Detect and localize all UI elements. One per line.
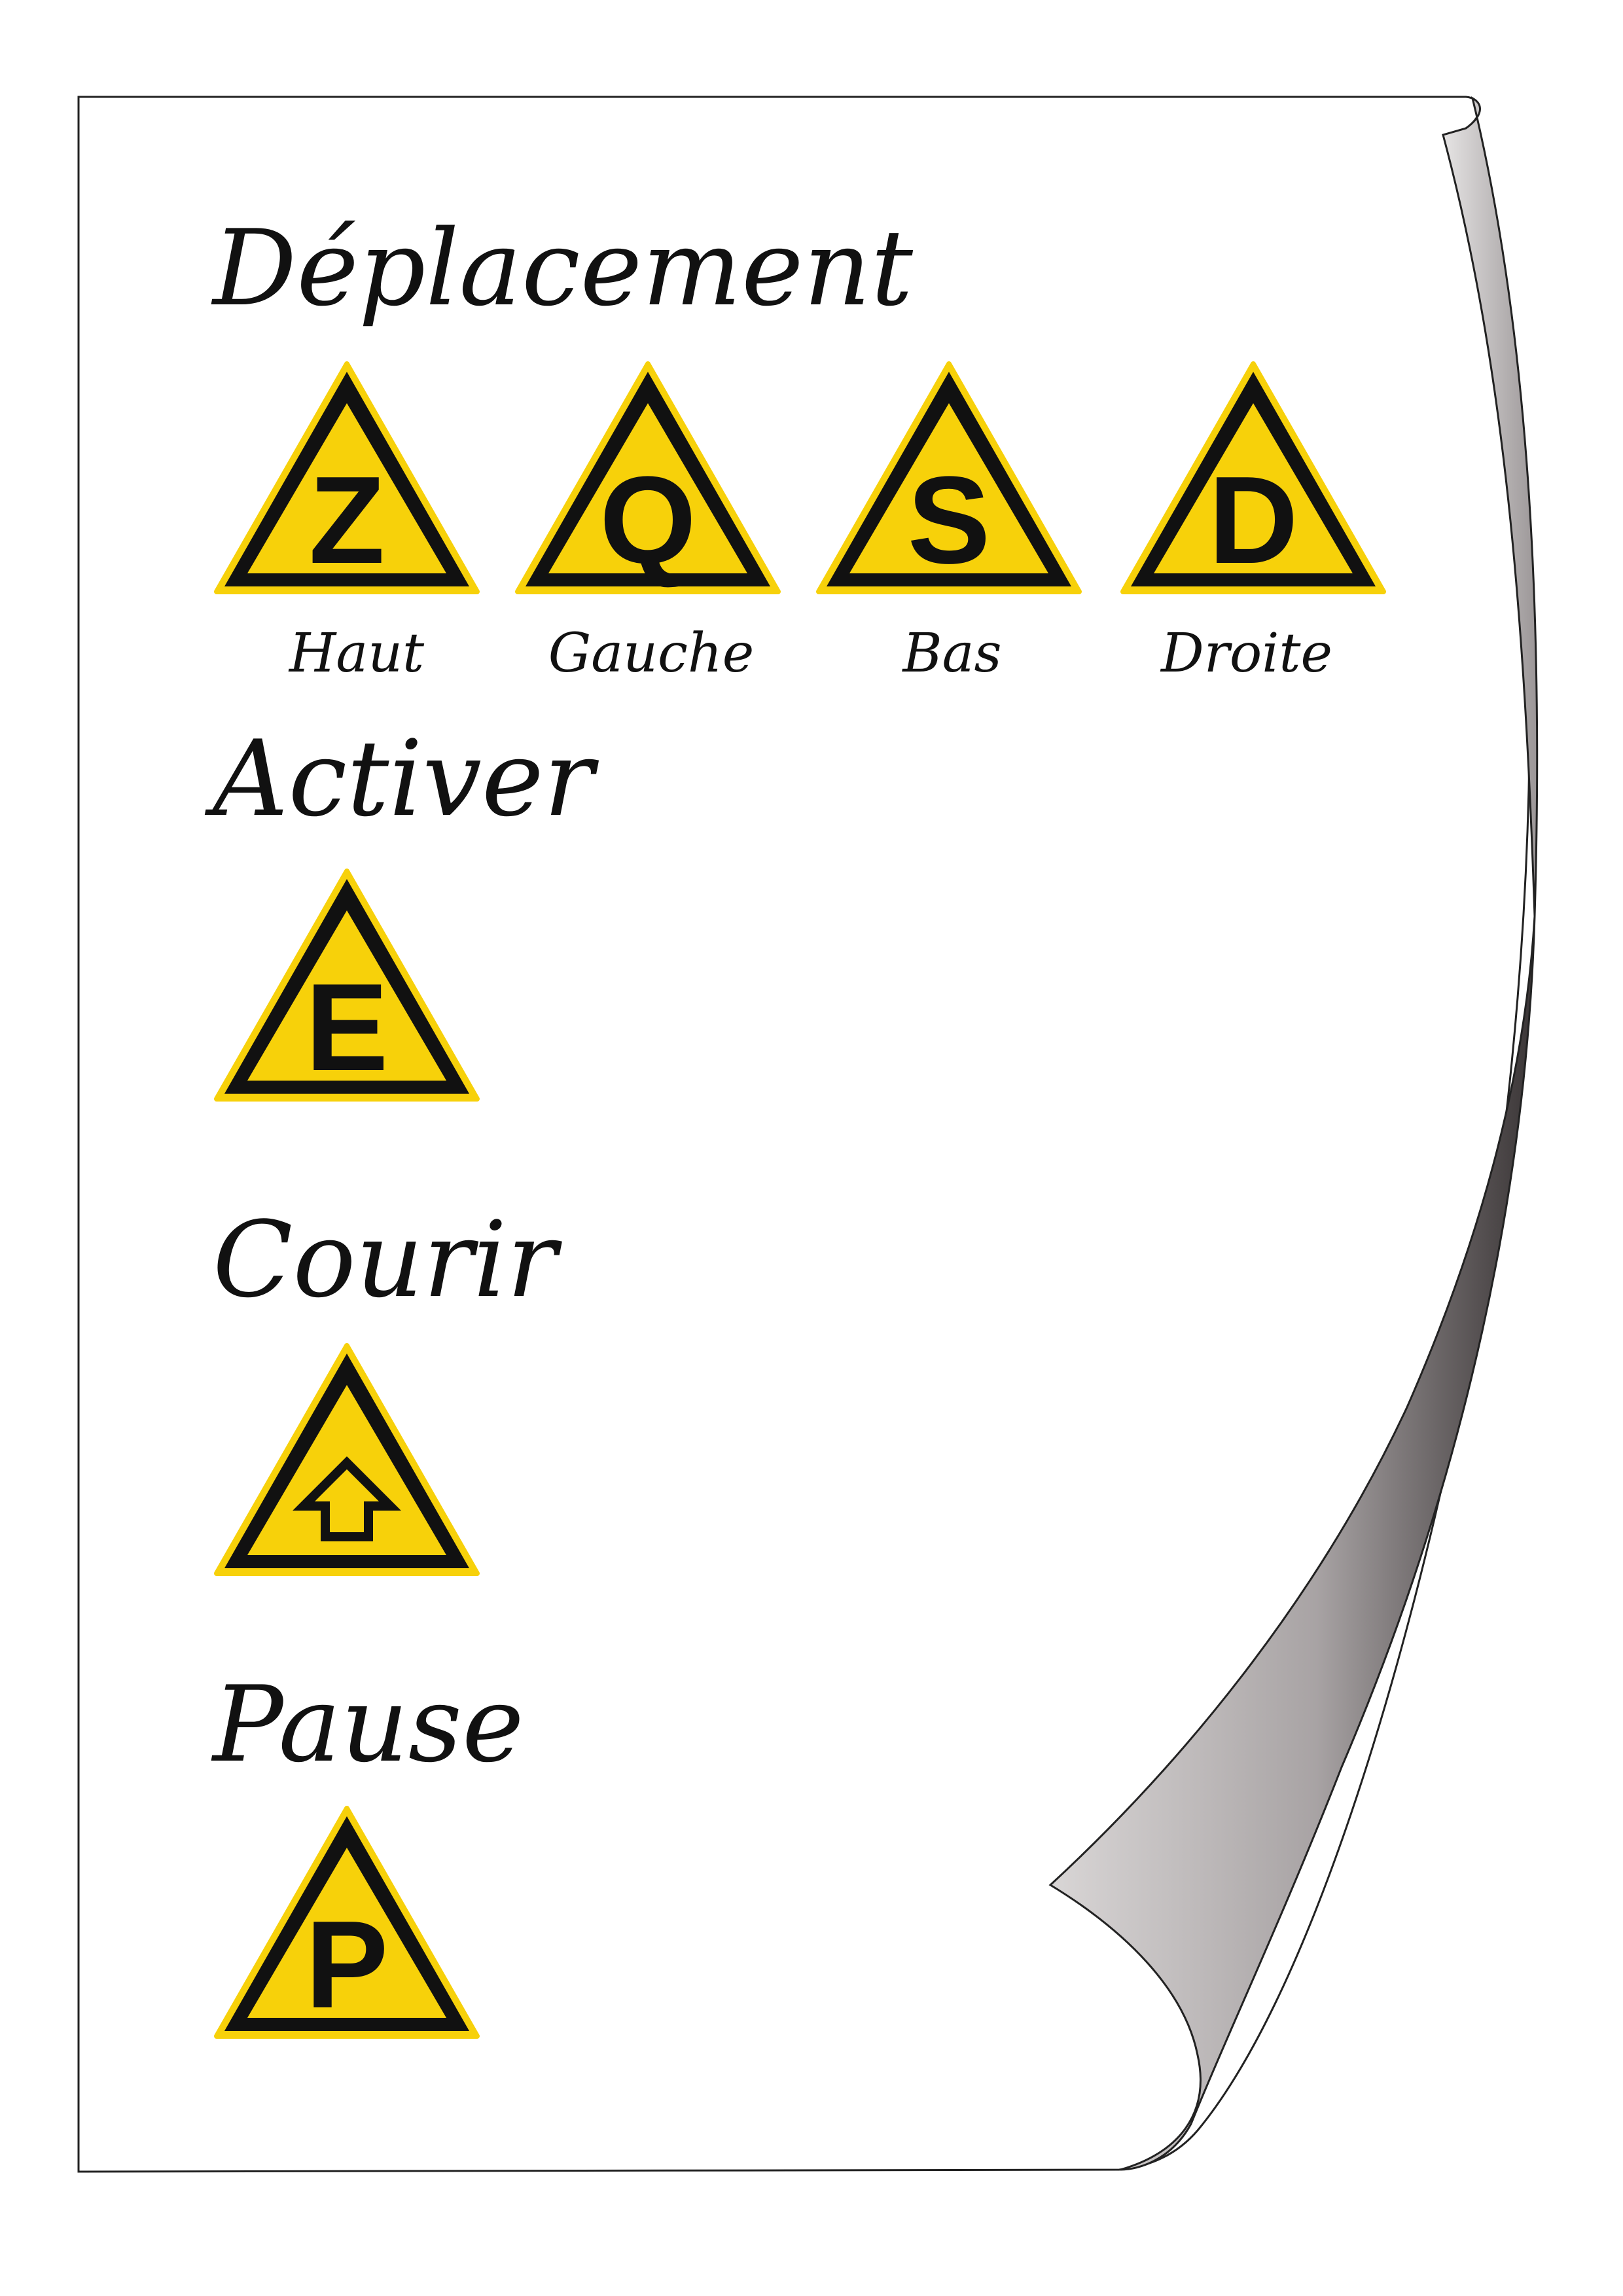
key-sign-p: P: [213, 1804, 481, 2040]
key-label-bas: Bas: [902, 622, 1002, 685]
shift-arrow-up-icon: [293, 1456, 401, 1541]
paper-top-curl: [1442, 96, 1539, 917]
warning-triangle-icon: [214, 1343, 480, 1576]
key-letter-q: Q: [599, 451, 696, 590]
key-sign-d: D: [1119, 360, 1387, 596]
key-sign-z: Z: [213, 360, 481, 596]
key-sign-shift: [213, 1342, 481, 1577]
warning-triangle-icon: [214, 361, 480, 594]
warning-triangle-icon: [214, 869, 480, 1102]
section-title-activer: Activer: [213, 717, 594, 840]
key-letter-s: S: [907, 451, 991, 590]
key-letter-p: P: [305, 1895, 389, 2034]
key-sign-q: Q: [514, 360, 782, 596]
paper-bottom-curl: [1048, 916, 1536, 2171]
key-label-gauche: Gauche: [548, 622, 755, 685]
warning-triangle-icon: [1120, 361, 1386, 594]
section-title-pause: Pause: [213, 1663, 524, 1785]
key-sign-s: S: [815, 360, 1083, 596]
key-letter-z: Z: [308, 451, 385, 590]
key-sign-e: E: [213, 867, 481, 1103]
warning-triangle-icon: [515, 361, 781, 594]
warning-triangle-icon: [816, 361, 1082, 594]
key-letter-e: E: [305, 958, 389, 1097]
key-letter-d: D: [1208, 451, 1298, 590]
section-title-deplacement: Déplacement: [213, 207, 913, 329]
key-label-haut: Haut: [289, 622, 425, 685]
section-title-courir: Courir: [213, 1198, 557, 1321]
key-label-droite: Droite: [1160, 622, 1332, 685]
warning-triangle-icon: [214, 1806, 480, 2039]
